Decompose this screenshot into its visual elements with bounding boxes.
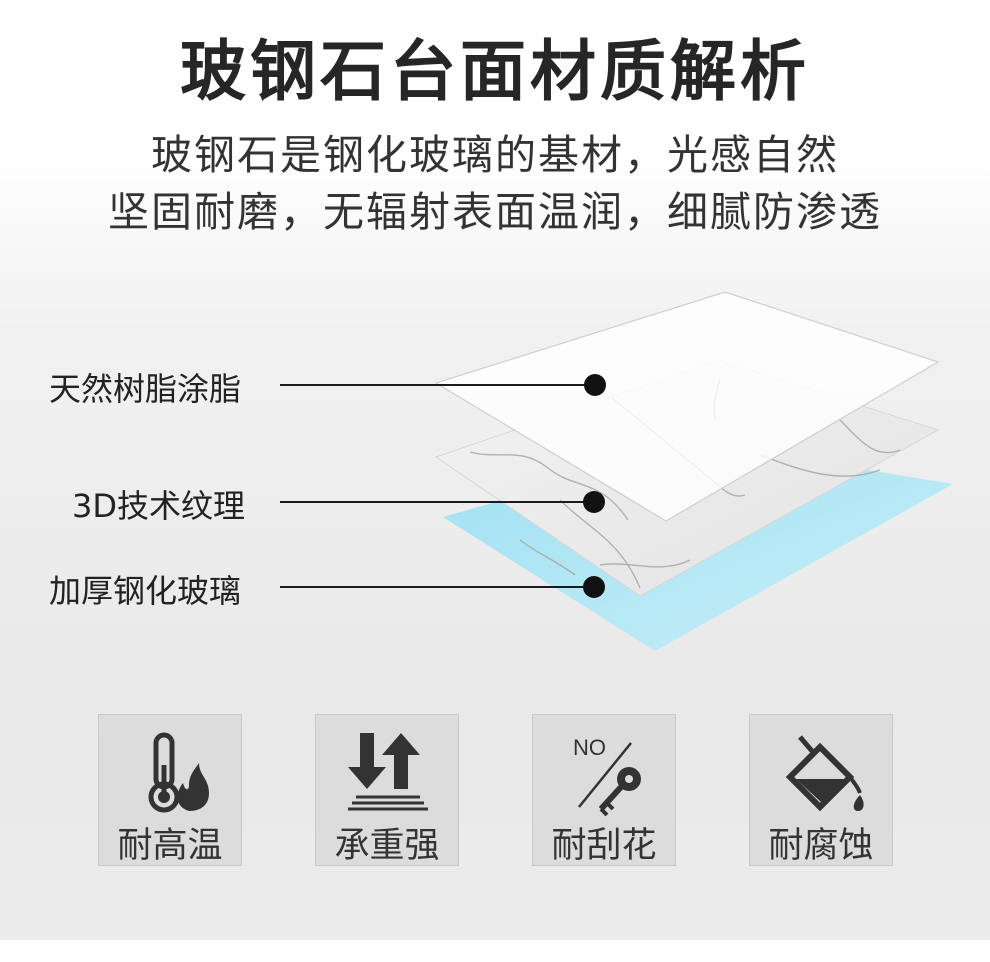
feature-label: 耐刮花	[551, 826, 657, 866]
feature-label: 耐腐蚀	[768, 826, 874, 866]
pointer-dot-glass	[583, 576, 605, 598]
pointer-dot-texture	[583, 491, 605, 513]
subtitle-line-1: 玻钢石是钢化玻璃的基材，光感自然	[151, 131, 839, 179]
corrosion-bucket-icon	[785, 735, 864, 812]
no-text: NO	[573, 735, 606, 760]
layer-label-texture: 3D技术纹理	[72, 487, 246, 525]
feature-corrosion-resistant: 耐腐蚀	[749, 714, 893, 866]
page-title: 玻钢石台面材质解析	[180, 33, 810, 110]
feature-scratch-resistant: NO 耐刮花	[532, 714, 676, 866]
layer-diagram	[280, 291, 953, 651]
load-arrows-icon	[348, 733, 428, 811]
feature-label: 承重强	[334, 826, 440, 866]
layer-label-resin: 天然树脂涂脂	[49, 370, 242, 408]
pointer-dot-resin	[584, 374, 606, 396]
resin-layer	[434, 291, 940, 522]
no-scratch-key-icon: NO	[573, 735, 641, 817]
feature-heat-resistant: 耐高温	[98, 714, 242, 866]
feature-load-bearing: 承重强	[315, 714, 459, 866]
thermometer-flame-icon	[148, 732, 209, 813]
layer-label-glass: 加厚钢化玻璃	[49, 572, 242, 610]
subtitle-line-2: 坚固耐磨，无辐射表面温润，细腻防渗透	[108, 188, 882, 236]
feature-label: 耐高温	[117, 826, 223, 866]
